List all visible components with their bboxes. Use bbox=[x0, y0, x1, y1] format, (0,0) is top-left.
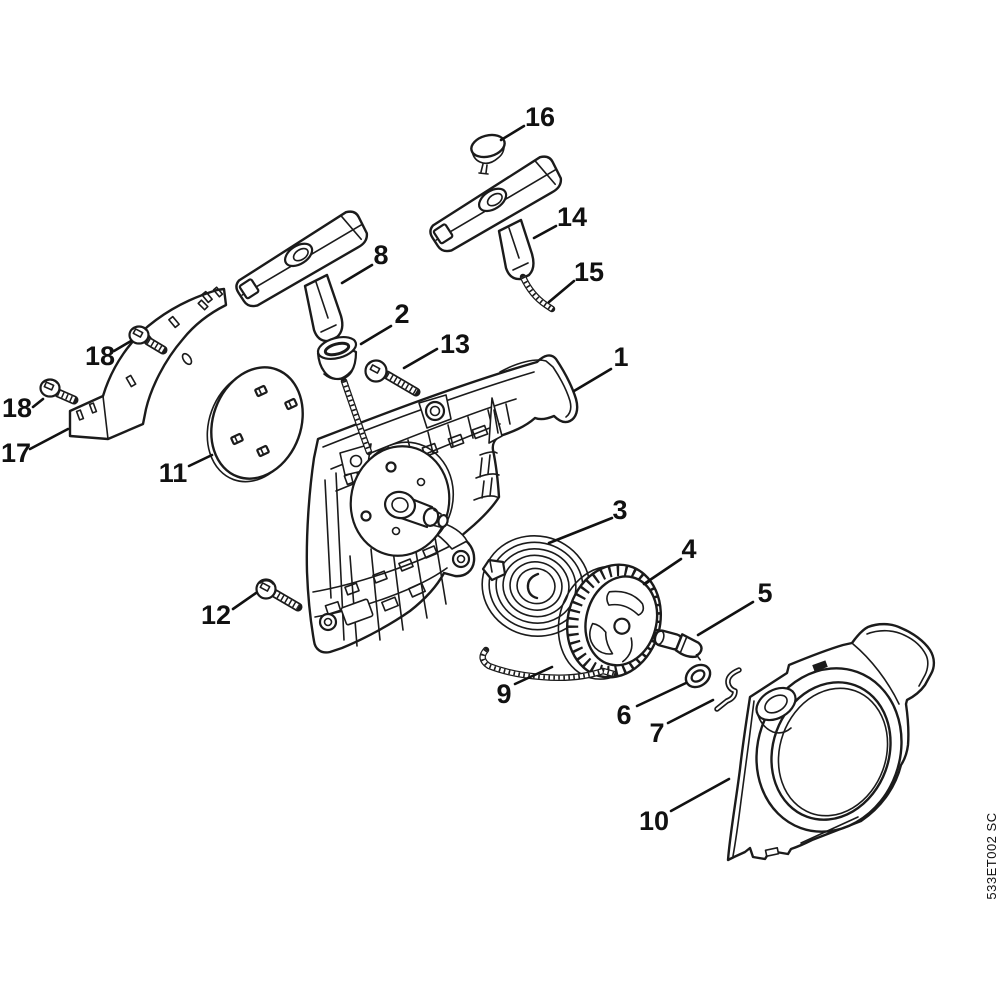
part-rope-bushing-2 bbox=[316, 336, 358, 381]
part-label-5: 5 bbox=[757, 578, 772, 608]
part-screw-12 bbox=[255, 578, 303, 612]
callout-7: 7 bbox=[649, 698, 715, 748]
leader-line-3 bbox=[547, 516, 614, 545]
part-label-2: 2 bbox=[394, 299, 409, 329]
drawing-code: 533ET002 SC bbox=[984, 812, 999, 899]
part-label-3: 3 bbox=[612, 495, 627, 525]
part-starter-grip-14 bbox=[429, 155, 563, 281]
callout-13: 13 bbox=[402, 329, 470, 370]
part-rope-rotor bbox=[557, 563, 663, 680]
part-cap-16 bbox=[470, 133, 506, 175]
part-fan-cover bbox=[726, 622, 936, 862]
leader-line-10 bbox=[669, 777, 731, 813]
leader-line-18-left bbox=[31, 397, 45, 409]
callout-5: 5 bbox=[696, 578, 773, 637]
part-label-14: 14 bbox=[557, 202, 587, 232]
part-label-15: 15 bbox=[574, 257, 604, 287]
housing-center-disc bbox=[349, 441, 455, 557]
part-starter-grip-8 bbox=[235, 210, 369, 343]
leader-line-9 bbox=[513, 665, 554, 686]
leader-line-7 bbox=[666, 698, 715, 725]
disc-pins bbox=[230, 384, 298, 458]
leader-line-5 bbox=[696, 600, 755, 637]
part-screw-13 bbox=[364, 359, 421, 397]
part-label-8: 8 bbox=[373, 240, 388, 270]
callout-18-left: 18 bbox=[2, 393, 45, 423]
part-label-9: 9 bbox=[496, 679, 511, 709]
leader-line-17 bbox=[28, 427, 70, 451]
part-washer bbox=[684, 663, 712, 689]
callout-17: 17 bbox=[1, 427, 70, 468]
leader-line-15 bbox=[547, 279, 576, 304]
part-label-7: 7 bbox=[649, 718, 664, 748]
part-label-4: 4 bbox=[681, 534, 696, 564]
part-label-16: 16 bbox=[525, 102, 555, 132]
part-starter-rope-15 bbox=[519, 273, 556, 313]
part-label-13: 13 bbox=[440, 329, 470, 359]
part-label-18-upper: 18 bbox=[85, 341, 115, 371]
callout-2: 2 bbox=[359, 299, 410, 346]
cover-vent-slot bbox=[812, 660, 828, 672]
leader-line-13 bbox=[402, 347, 439, 370]
part-spring-clip bbox=[714, 667, 742, 712]
leader-line-6 bbox=[635, 681, 688, 708]
part-label-17: 17 bbox=[1, 438, 31, 468]
callout-11: 11 bbox=[159, 453, 214, 488]
spring-inner-hook bbox=[526, 572, 540, 600]
callout-12: 12 bbox=[201, 591, 258, 630]
part-label-12: 12 bbox=[201, 600, 231, 630]
spring-anchor-tab bbox=[481, 558, 507, 582]
callout-9: 9 bbox=[496, 665, 554, 709]
part-label-11: 11 bbox=[159, 458, 188, 488]
callout-6: 6 bbox=[616, 681, 688, 730]
part-label-1: 1 bbox=[613, 342, 628, 372]
part-label-6: 6 bbox=[616, 700, 631, 730]
part-pawl bbox=[653, 629, 703, 661]
part-screw-18-left bbox=[39, 378, 79, 405]
leader-line-16 bbox=[499, 124, 526, 142]
part-cover-disc bbox=[206, 366, 304, 483]
leader-line-12 bbox=[231, 591, 258, 611]
leader-line-18-upper bbox=[112, 339, 133, 353]
callout-14: 14 bbox=[532, 202, 587, 240]
part-rope-to-housing bbox=[340, 377, 373, 456]
callout-16: 16 bbox=[499, 102, 555, 142]
callout-8: 8 bbox=[340, 240, 389, 285]
callout-4: 4 bbox=[642, 534, 697, 586]
part-label-10: 10 bbox=[639, 806, 669, 836]
housing-wing-flange bbox=[488, 359, 572, 444]
part-starter-rope bbox=[479, 646, 618, 681]
callout-3: 3 bbox=[547, 495, 628, 545]
part-rewind-spring bbox=[481, 535, 591, 637]
leader-line-14 bbox=[532, 224, 558, 240]
part-label-18-left: 18 bbox=[2, 393, 32, 423]
leader-line-11 bbox=[187, 453, 214, 468]
callout-10: 10 bbox=[639, 777, 731, 836]
part-starter-housing bbox=[305, 354, 579, 654]
leader-line-4 bbox=[642, 557, 683, 586]
part-screw-18-upper bbox=[128, 325, 168, 355]
callout-15: 15 bbox=[547, 257, 604, 304]
leader-line-8 bbox=[340, 263, 374, 285]
leader-line-1 bbox=[572, 367, 613, 393]
callout-1: 1 bbox=[572, 342, 629, 393]
leader-line-2 bbox=[359, 324, 393, 346]
callout-18-upper: 18 bbox=[85, 339, 133, 371]
